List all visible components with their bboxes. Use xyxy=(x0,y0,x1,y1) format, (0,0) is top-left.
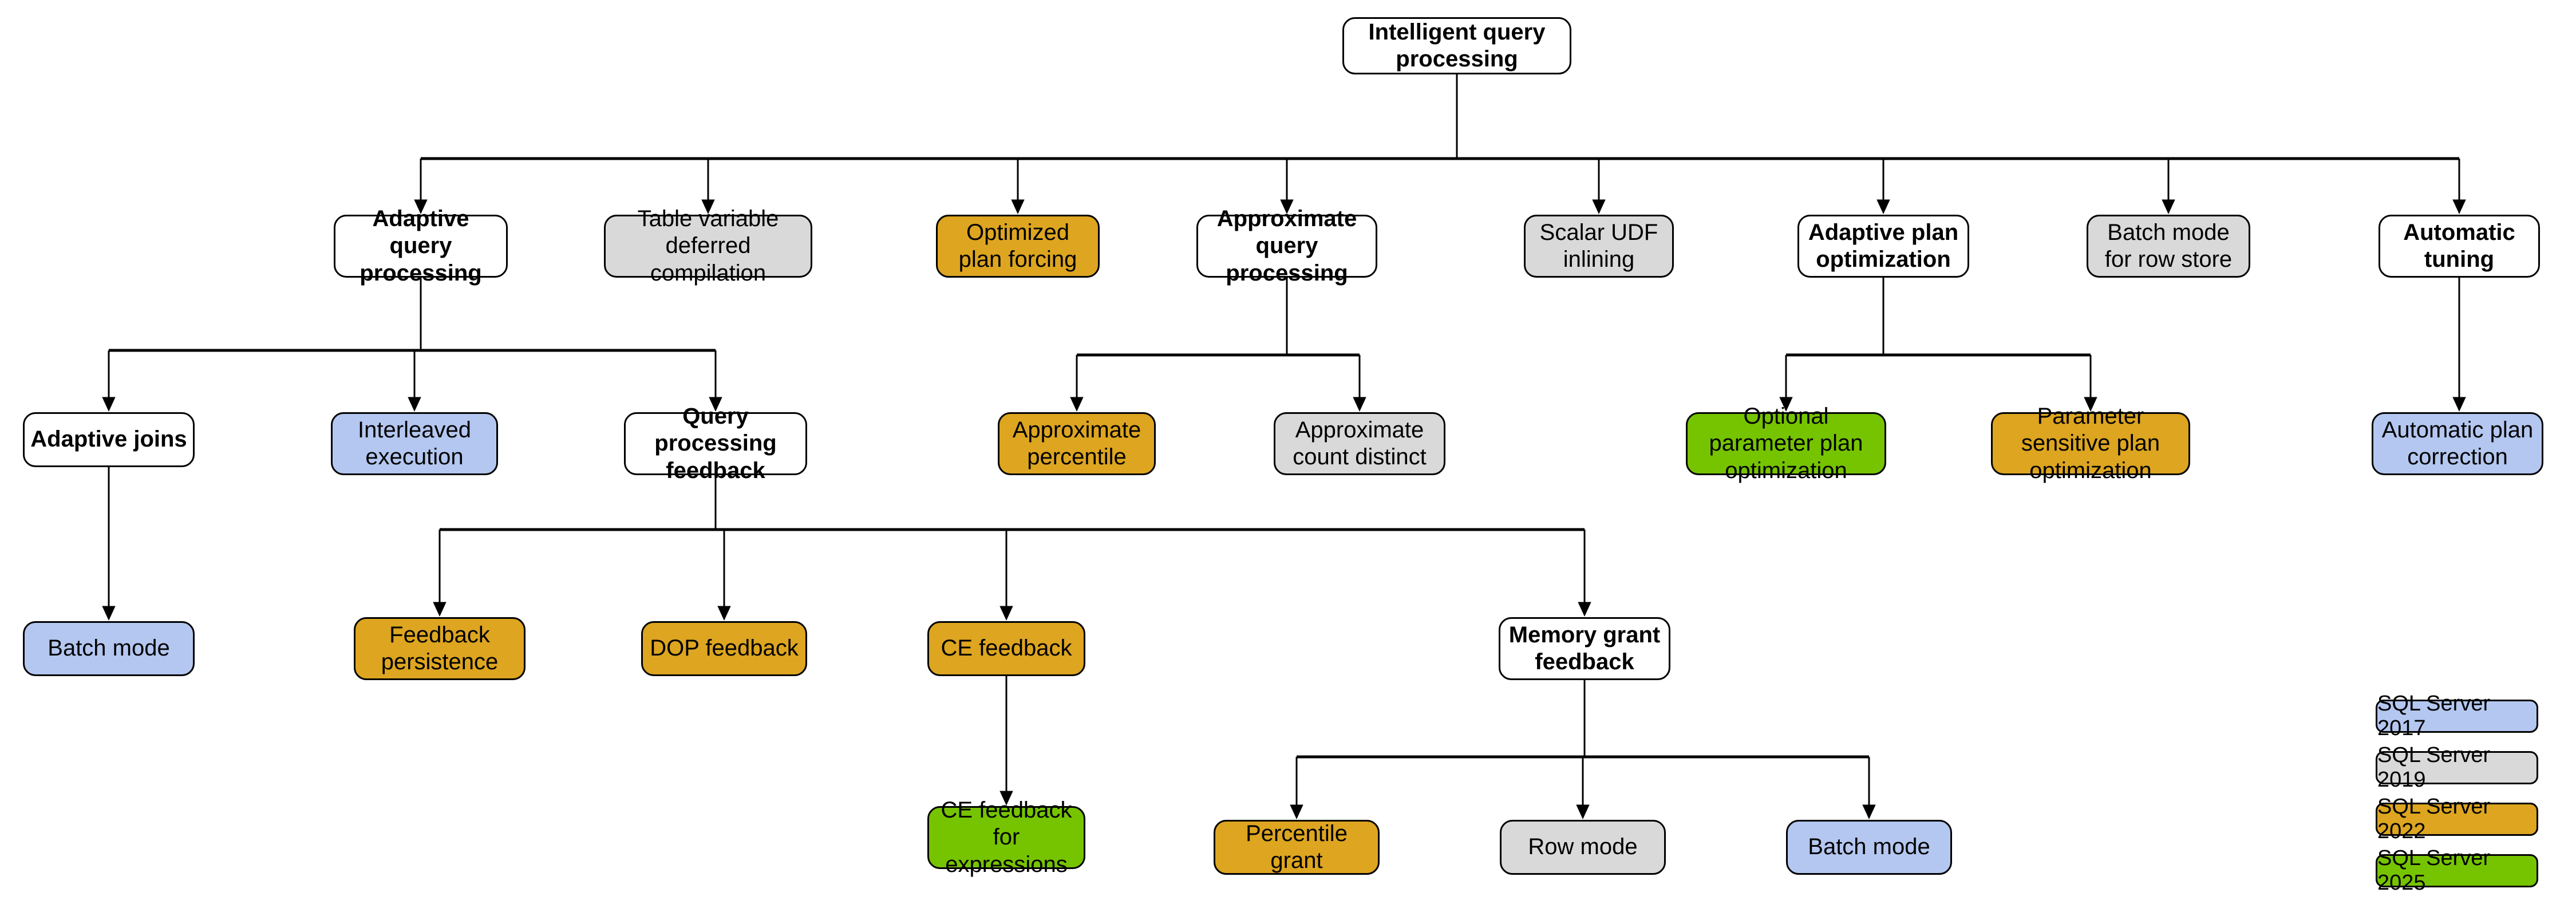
node-apercentile[interactable]: Approximate percentile xyxy=(998,412,1156,475)
node-label: DOP feedback xyxy=(650,635,799,661)
node-label: Approximate query processing xyxy=(1216,206,1357,286)
node-udf[interactable]: Scalar UDF inlining xyxy=(1524,215,1674,278)
node-tvdc[interactable]: Table variable deferred compilation xyxy=(604,206,812,286)
node-qpf[interactable]: Query processing feedback xyxy=(624,404,807,483)
legend-label: SQL Server 2019 xyxy=(2377,743,2491,792)
node-dopfb[interactable]: DOP feedback xyxy=(641,621,807,676)
node-label: Table variable deferred compilation xyxy=(637,206,779,286)
node-apo[interactable]: Adaptive plan optimization xyxy=(1797,215,1969,278)
node-label: Interleaved execution xyxy=(358,417,471,469)
node-label: Adaptive query processing xyxy=(359,206,482,286)
node-apc[interactable]: Automatic plan correction xyxy=(2372,412,2543,475)
node-label: Automatic tuning xyxy=(2403,219,2515,272)
node-label: Optional parameter plan optimization xyxy=(1709,404,1863,483)
node-label: Intelligent query processing xyxy=(1368,19,1546,72)
node-root[interactable]: Intelligent query processing xyxy=(1342,17,1571,74)
node-acd[interactable]: Approximate count distinct xyxy=(1274,412,1445,475)
node-label: Batch mode xyxy=(1808,834,1930,860)
node-pspo[interactable]: Parameter sensitive plan optimization xyxy=(1991,404,2190,483)
node-fbpersist[interactable]: Feedback persistence xyxy=(354,617,526,680)
legend-label: SQL Server 2022 xyxy=(2377,795,2491,843)
node-label: Percentile grant xyxy=(1246,820,1348,873)
node-batchmode2[interactable]: Batch mode xyxy=(1786,820,1952,875)
node-autotune[interactable]: Automatic tuning xyxy=(2379,215,2540,278)
legend-item-sql-server-2017: SQL Server 2017 xyxy=(2376,692,2538,740)
node-cefb[interactable]: CE feedback xyxy=(927,621,1085,676)
node-label: Feedback persistence xyxy=(381,622,499,674)
node-label: Batch mode xyxy=(48,635,170,661)
node-label: Automatic plan correction xyxy=(2381,417,2534,469)
node-cefbexpr[interactable]: CE feedback for expressions xyxy=(927,797,1085,877)
node-label: CE feedback for expressions xyxy=(941,797,1072,877)
node-opf[interactable]: Optimized plan forcing xyxy=(936,215,1100,278)
node-label: Query processing feedback xyxy=(654,404,777,483)
legend-item-sql-server-2019: SQL Server 2019 xyxy=(2376,743,2538,792)
node-interleaved[interactable]: Interleaved execution xyxy=(331,412,498,475)
node-label: Parameter sensitive plan optimization xyxy=(2021,404,2160,483)
legend-label: SQL Server 2017 xyxy=(2377,692,2491,740)
node-label: Row mode xyxy=(1528,834,1638,860)
node-label: Optimized plan forcing xyxy=(958,219,1077,272)
node-label: Adaptive joins xyxy=(30,427,187,452)
node-bmrs[interactable]: Batch mode for row store xyxy=(2087,215,2250,278)
node-mgf[interactable]: Memory grant feedback xyxy=(1499,617,1670,680)
node-ajoins[interactable]: Adaptive joins xyxy=(23,412,195,467)
node-label: Approximate percentile xyxy=(1012,417,1141,469)
node-label: Batch mode for row store xyxy=(2104,219,2233,272)
node-apq[interactable]: Approximate query processing xyxy=(1196,206,1377,286)
node-label: Approximate count distinct xyxy=(1293,417,1427,469)
legend-label: SQL Server 2025 xyxy=(2377,846,2491,895)
node-pctgrant[interactable]: Percentile grant xyxy=(1214,820,1380,875)
node-label: Adaptive plan optimization xyxy=(1808,219,1959,272)
node-batchmode1[interactable]: Batch mode xyxy=(23,621,195,676)
legend-item-sql-server-2022: SQL Server 2022 xyxy=(2376,795,2538,843)
node-rowmode[interactable]: Row mode xyxy=(1500,820,1666,875)
node-oppo[interactable]: Optional parameter plan optimization xyxy=(1686,404,1886,483)
node-aqp[interactable]: Adaptive query processing xyxy=(334,206,508,286)
node-label: Scalar UDF inlining xyxy=(1539,219,1658,272)
legend-item-sql-server-2025: SQL Server 2025 xyxy=(2376,846,2538,895)
node-label: Memory grant feedback xyxy=(1508,622,1661,674)
node-label: CE feedback xyxy=(941,635,1072,661)
